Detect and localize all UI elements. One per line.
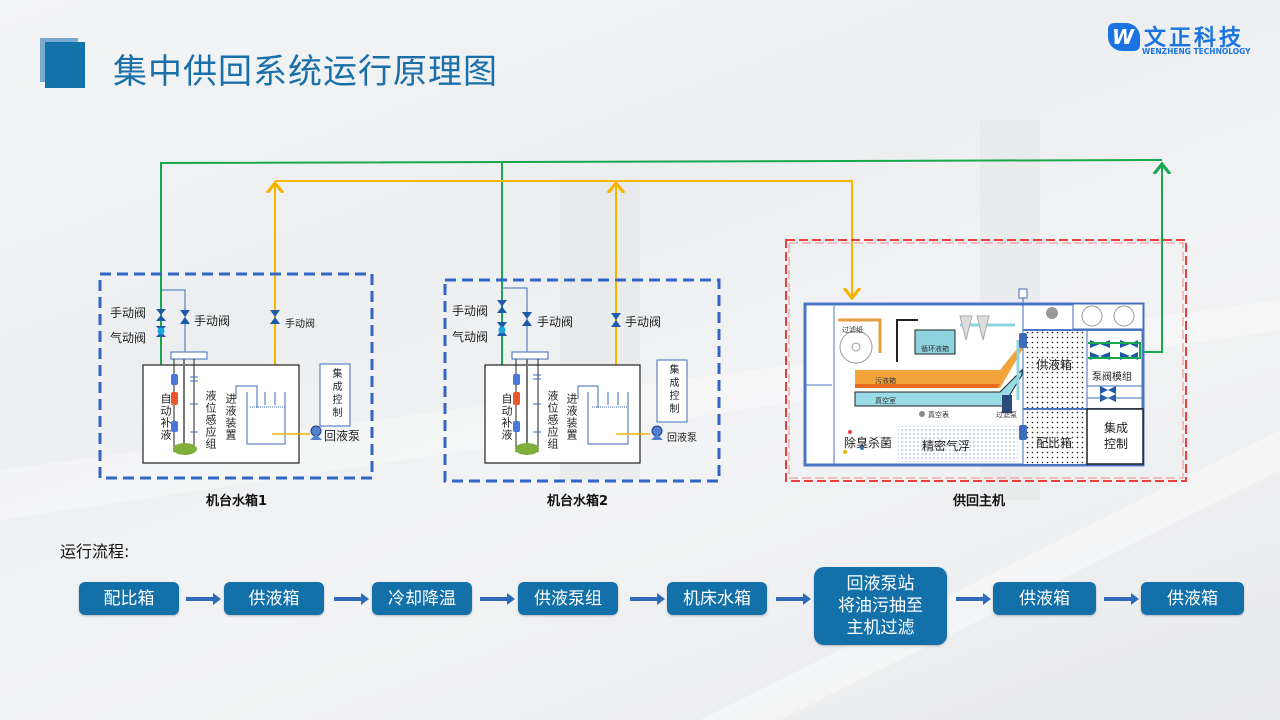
flow-step-supply-tank-3: 供液箱: [1141, 582, 1244, 615]
flow-arrow-icon: [776, 593, 811, 605]
tank1-control-label: 集成控制: [330, 368, 341, 420]
flow-arrow-icon: [186, 593, 221, 605]
flow-arrow-icon: [334, 593, 369, 605]
tank2-auto-refill-label: 自动补液: [500, 393, 513, 441]
flow-arrow-icon: [630, 593, 665, 605]
company-logo: W 文正科技 WENZHENG TECHNOLOGY: [1108, 20, 1258, 60]
page-title: 集中供回系统运行原理图: [113, 52, 498, 92]
tank2-caption: 机台水箱2: [547, 494, 609, 509]
flow-arrow-icon: [1104, 593, 1139, 605]
tank2-inlet-device-label: 进液装置: [565, 393, 578, 441]
circulation-tank-label: 循环液箱: [921, 345, 949, 353]
tank1-inner-manual-valve-label: 手动阀: [194, 314, 231, 328]
flow-step-supply-pump-group: 供液泵组: [518, 582, 618, 615]
host-unit: [785, 239, 1187, 482]
host-control-label: 集成控制: [1104, 421, 1129, 451]
tank1-pneumatic-valve-label: 气动阀: [110, 331, 147, 345]
tank2-control-label: 集成控制: [667, 364, 678, 416]
tank2-pneumatic-valve-label: 气动阀: [452, 330, 489, 344]
tank2-return-pump-label: 回液泵: [667, 433, 697, 444]
flow-step-mixing-tank: 配比箱: [79, 582, 179, 615]
flow-title: 运行流程:: [60, 542, 130, 561]
tank1-caption: 机台水箱1: [206, 494, 268, 509]
flow-step-machine-tank: 机床水箱: [667, 582, 767, 615]
tank2-return-manual-valve-label: 手动阀: [625, 315, 662, 329]
filter-pump-label: 过滤泵: [996, 411, 1017, 419]
return-line-main: [275, 180, 852, 298]
logo-w-icon: W: [1108, 23, 1140, 51]
tank1-manual-valve-label: 手动阀: [110, 306, 147, 320]
supply-tank-label: 供液箱: [1036, 358, 1073, 372]
machine-tank-2: [443, 278, 721, 483]
flow-step-return-pump-station: 回液泵站 将油污抽至 主机过滤: [814, 567, 947, 645]
flow-arrow-icon: [480, 593, 515, 605]
supply-pipeline: [160, 159, 1163, 384]
flotation-label: 精密气浮: [922, 439, 971, 453]
flow-step-supply-tank: 供液箱: [224, 582, 324, 615]
supply-line-main: [160, 159, 1163, 366]
flow-step-supply-tank-2: 供液箱: [993, 582, 1096, 615]
vacuum-gauge-label: 真空表: [928, 411, 949, 419]
title-accent-front: [45, 42, 85, 88]
logo-name-cn: 文正科技: [1144, 26, 1245, 51]
tank1-return-manual-valve-label: 手动阀: [285, 319, 315, 330]
deodorize-label: 除臭杀菌: [844, 436, 893, 450]
host-caption: 供回主机: [953, 494, 1006, 509]
tank1-inlet-device-label: 进液装置: [224, 393, 237, 441]
pump-valve-module-label: 泵阀模组: [1092, 372, 1132, 383]
dirty-tank-label: 污液箱: [875, 377, 896, 385]
machine-tank-1: [98, 272, 374, 480]
mixing-tank-label: 配比箱: [1036, 436, 1073, 450]
flow-step-cooling: 冷却降温: [372, 582, 472, 615]
supply-line-host: [1140, 164, 1162, 353]
logo-name-en: WENZHENG TECHNOLOGY: [1142, 47, 1251, 56]
tank1-auto-refill-label: 自动补液: [159, 393, 172, 441]
vacuum-chamber-label: 真空室: [875, 397, 896, 405]
tank2-level-sensor-label: 液位感应组: [546, 390, 559, 450]
tank1-level-sensor-label: 液位感应组: [204, 390, 217, 450]
tank2-inner-manual-valve-label: 手动阀: [537, 315, 574, 329]
filter-paper-label: 过滤纸: [842, 326, 863, 334]
flow-arrow-icon: [956, 593, 991, 605]
tank2-manual-valve-label: 手动阀: [452, 304, 489, 318]
tank1-return-pump-label: 回液泵: [324, 429, 361, 443]
